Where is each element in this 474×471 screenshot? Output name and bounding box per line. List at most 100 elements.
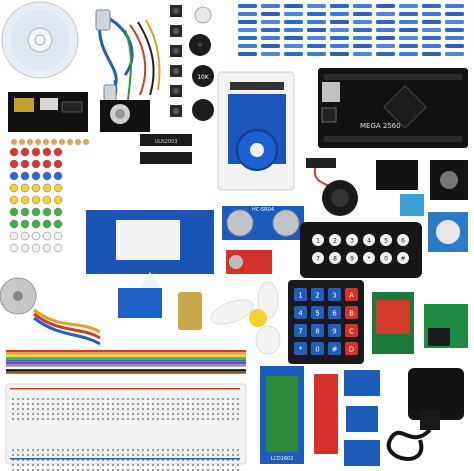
- resistor: [445, 28, 464, 32]
- resistor: [422, 52, 441, 56]
- power-adapter: [386, 368, 464, 461]
- breadboard-hole: [187, 459, 189, 461]
- breadboard-hole: [157, 418, 159, 420]
- breadboard-hole: [132, 418, 134, 420]
- breadboard-hole: [67, 449, 69, 451]
- breadboard-hole: [122, 449, 124, 451]
- led: [31, 147, 41, 157]
- ceramic-capacitor: [43, 139, 49, 145]
- breadboard-hole: [152, 398, 154, 400]
- resistor: [399, 12, 418, 16]
- led: [42, 159, 52, 169]
- breadboard-hole: [147, 469, 149, 471]
- resistor: [330, 44, 349, 48]
- breadboard-hole: [197, 408, 199, 410]
- breadboard-hole: [82, 398, 84, 400]
- breadboard-hole: [27, 413, 29, 415]
- breadboard-hole: [122, 413, 124, 415]
- remote-key: [397, 252, 409, 264]
- keypad-key-label: 7: [298, 328, 302, 336]
- breadboard-hole: [172, 449, 174, 451]
- breadboard-hole: [117, 418, 119, 420]
- breadboard-hole: [152, 454, 154, 456]
- breadboard-hole: [182, 403, 184, 405]
- keypad-key: [311, 288, 324, 301]
- breadboard-hole: [177, 469, 179, 471]
- breadboard-hole: [92, 459, 94, 461]
- breadboard-hole: [157, 449, 159, 451]
- resistor: [376, 28, 395, 32]
- ceramic-capacitor: [59, 139, 65, 145]
- breadboard-hole: [167, 464, 169, 466]
- breadboard-hole: [237, 403, 239, 405]
- led: [9, 171, 19, 181]
- breadboard-hole: [67, 398, 69, 400]
- ribbon-wire: [6, 369, 246, 372]
- breadboard-hole: [137, 459, 139, 461]
- breadboard-hole: [197, 398, 199, 400]
- remote-key-label: 2: [333, 238, 337, 245]
- breadboard-hole: [72, 418, 74, 420]
- breadboard-hole: [57, 403, 59, 405]
- breadboard-hole: [127, 403, 129, 405]
- breadboard-hole: [22, 413, 24, 415]
- breadboard-hole: [42, 398, 44, 400]
- breadboard-hole: [92, 408, 94, 410]
- led: [9, 231, 19, 241]
- resistor: [284, 20, 303, 24]
- ribbon-wire: [6, 366, 246, 369]
- remote-key-label: 4: [367, 238, 371, 245]
- breadboard-hole: [42, 459, 44, 461]
- breadboard-hole: [87, 408, 89, 410]
- breadboard-hole: [142, 464, 144, 466]
- keypad-key-label: C: [349, 328, 354, 336]
- breadboard-hole: [117, 449, 119, 451]
- breadboard-hole: [157, 408, 159, 410]
- remote-key: [312, 234, 324, 246]
- breadboard-hole: [117, 403, 119, 405]
- breadboard-hole: [222, 469, 224, 471]
- breadboard-hole: [27, 398, 29, 400]
- breadboard-hole: [82, 454, 84, 456]
- breadboard-hole: [227, 449, 229, 451]
- joystick: [322, 180, 358, 216]
- resistor: [445, 20, 464, 24]
- lcd-label: LCD1602: [271, 456, 294, 462]
- breadboard-hole: [197, 464, 199, 466]
- breadboard-hole: [202, 398, 204, 400]
- breadboard-hole: [212, 459, 214, 461]
- resistor: [307, 20, 326, 24]
- remote-key-label: 5: [384, 238, 388, 245]
- breadboard-hole: [137, 469, 139, 471]
- resistor: [422, 28, 441, 32]
- breadboard-hole: [102, 413, 104, 415]
- led: [20, 183, 30, 193]
- led: [9, 207, 19, 217]
- breadboard-hole: [232, 398, 234, 400]
- breadboard-hole: [102, 464, 104, 466]
- resistor: [307, 28, 326, 32]
- ribbon-wire: [6, 362, 246, 365]
- breadboard-hole: [77, 454, 79, 456]
- breadboard-hole: [182, 413, 184, 415]
- breadboard-hole: [82, 403, 84, 405]
- breadboard-hole: [172, 403, 174, 405]
- mega-2560-board: MEGA 2560: [318, 68, 468, 148]
- led: [42, 207, 52, 217]
- breadboard-hole: [142, 459, 144, 461]
- breadboard-hole: [17, 464, 19, 466]
- breadboard-hole: [22, 449, 24, 451]
- breadboard-hole: [207, 464, 209, 466]
- breadboard-hole: [82, 408, 84, 410]
- jumper-wires-bundle: [124, 19, 161, 101]
- breadboard-hole: [22, 454, 24, 456]
- breadboard-hole: [132, 403, 134, 405]
- breadboard-hole: [117, 454, 119, 456]
- keypad-key-label: 1: [298, 292, 302, 300]
- breadboard-hole: [27, 449, 29, 451]
- breadboard-hole: [57, 418, 59, 420]
- breadboard-hole: [152, 413, 154, 415]
- breadboard-hole: [142, 418, 144, 420]
- remote-key-label: 8: [333, 256, 337, 263]
- breadboard-hole: [232, 418, 234, 420]
